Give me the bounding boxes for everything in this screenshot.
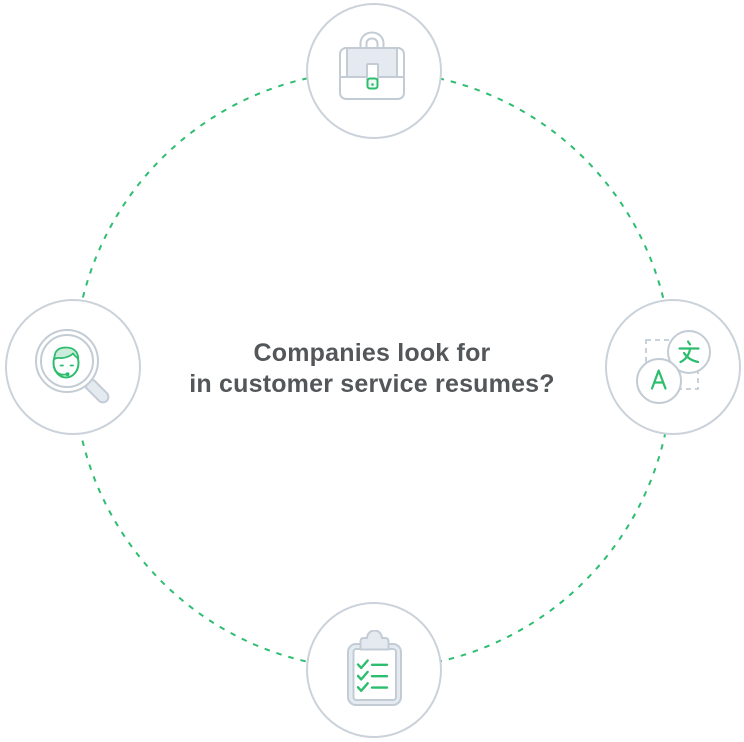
node-briefcase [306, 3, 442, 139]
a-character [650, 369, 667, 390]
checklist-rows [356, 659, 389, 692]
search-person-icon [35, 329, 110, 404]
node-search-person [5, 299, 141, 435]
checklist-clipboard-icon [347, 630, 402, 706]
center-question: Companies look for in customer service r… [0, 338, 744, 400]
briefcase-icon [339, 31, 405, 100]
node-translate [605, 299, 741, 435]
clipboard-paper [352, 648, 397, 701]
wen-character [678, 340, 700, 364]
agent-headset-mic-boom [53, 367, 67, 376]
agent-hair [53, 346, 80, 360]
translate-icon [636, 330, 711, 404]
briefcase-handle-inner [365, 37, 379, 49]
translate-circle-a [636, 358, 682, 404]
question-line-2: in customer service resumes? [189, 370, 555, 398]
question-line-1: Companies look for [253, 339, 491, 367]
node-checklist [306, 602, 442, 738]
agent-headset-mic [65, 372, 70, 377]
clipboard-clip [359, 630, 390, 651]
